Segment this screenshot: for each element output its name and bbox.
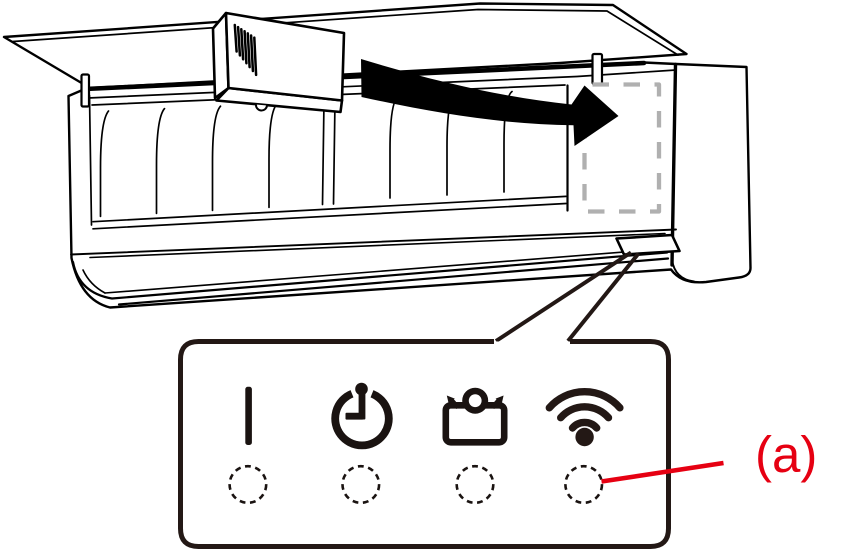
svg-text:(a): (a) <box>755 426 817 483</box>
